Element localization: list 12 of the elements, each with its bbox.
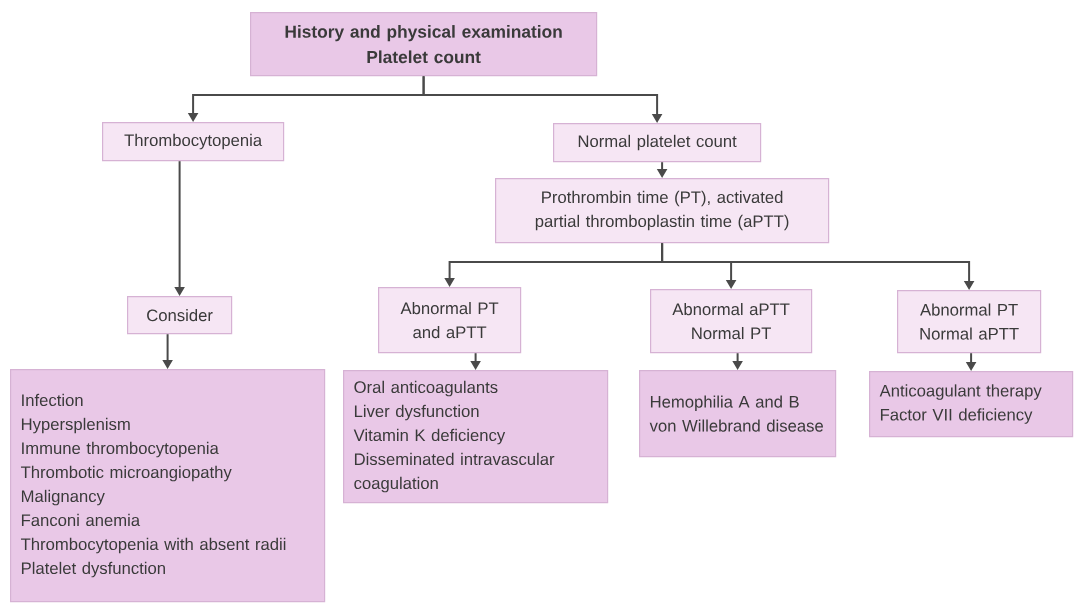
step-box: Consider: [127, 296, 233, 335]
header-box: History and physical examination Platelet count: [250, 12, 598, 77]
result-box: Abnormal PT and aPTT: [378, 287, 522, 354]
test-box: Prothrombin time (PT), activated partial thromboplastin time (aPTT): [495, 178, 830, 244]
result-box: Abnormal aPTT Normal PT: [650, 289, 813, 354]
cause-list-box: Infection Hypersplenism Immune thrombocytopenia Thrombotic microangiopathy Malignancy Fanconi anemia Thrombocytopenia with absent radii Platelet dysfunction: [10, 369, 326, 603]
cause-list-box: Hemophilia A and B von Willebrand disease: [639, 370, 837, 458]
finding-box: Normal platelet count: [553, 123, 762, 163]
finding-box: Thrombocytopenia: [102, 122, 285, 162]
result-box: Abnormal PT Normal aPTT: [897, 290, 1042, 354]
cause-list-box: Anticoagulant therapy Factor VII deficiency: [869, 371, 1074, 438]
cause-list-box: Oral anticoagulants Liver dysfunction Vitamin K deficiency Disseminated intravascular coagulation: [343, 370, 609, 504]
